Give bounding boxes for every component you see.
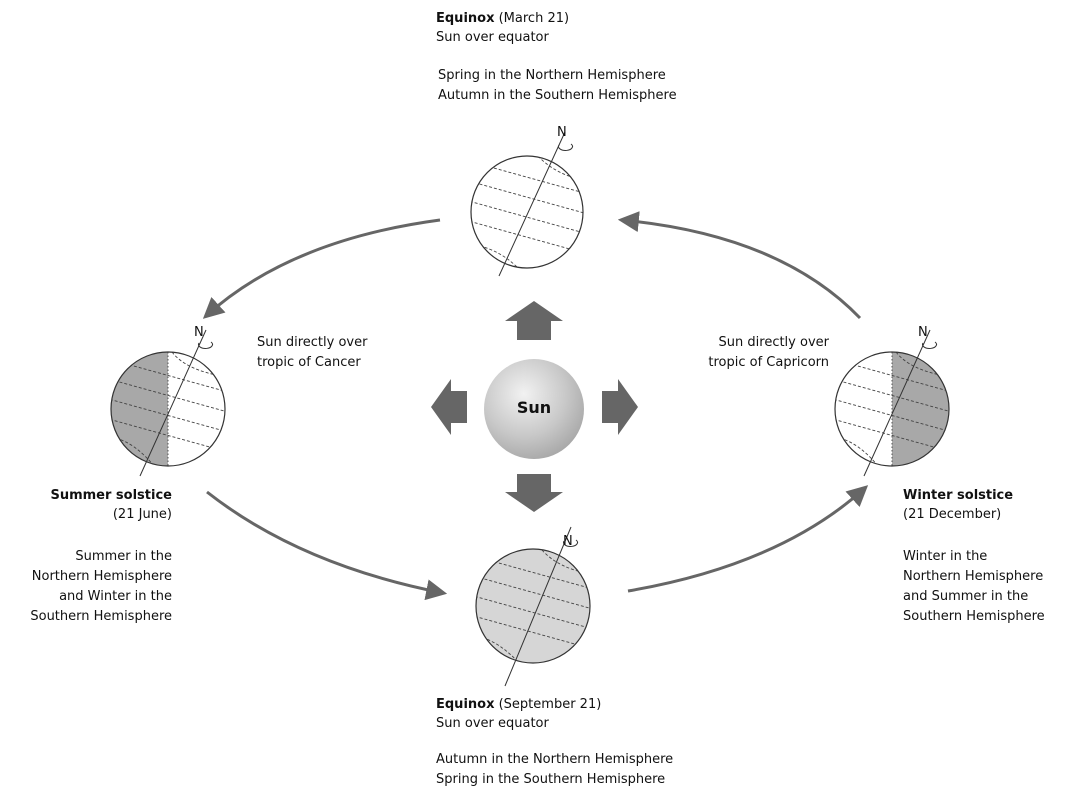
- june-season-1: Summer in the: [75, 549, 172, 564]
- sun-ray-down-icon: [505, 474, 563, 512]
- december-season-2: Northern Hemisphere: [903, 569, 1044, 584]
- earth-december-solstice: [834, 329, 950, 477]
- north-label-top: N: [557, 125, 567, 140]
- sun-label: Sun: [516, 398, 552, 417]
- june-solstice-title-text: Summer solstice: [50, 488, 172, 503]
- orbit-arrow-right-to-top: [617, 211, 862, 320]
- september-equinox-subtitle: Sun over equator: [436, 716, 549, 731]
- june-season-4: Southern Hemisphere: [30, 609, 172, 624]
- december-season-3: and Summer in the: [903, 589, 1029, 604]
- north-label-bottom: N: [563, 534, 573, 549]
- june-season-3: and Winter in the: [59, 589, 172, 604]
- december-solstice-title-text: Winter solstice: [903, 488, 1014, 503]
- march-equinox-title: Equinox: [436, 11, 495, 26]
- june-note-2: tropic of Cancer: [257, 355, 361, 370]
- december-solstice-date: (21 December): [903, 507, 1002, 522]
- earth-september-equinox: [475, 526, 591, 687]
- march-equinox-season-2: Autumn in the Southern Hemisphere: [438, 88, 677, 103]
- september-equinox-season-1: Autumn in the Northern Hemisphere: [436, 752, 674, 767]
- march-equinox-heading: Equinox (March 21): [436, 9, 569, 28]
- december-season-4: Southern Hemisphere: [903, 609, 1045, 624]
- june-solstice-date: (21 June): [112, 507, 172, 522]
- september-equinox-season-2: Spring in the Southern Hemisphere: [436, 772, 666, 787]
- earth-june-solstice: [110, 329, 226, 477]
- december-note-2: tropic of Capricorn: [708, 355, 829, 370]
- september-equinox-title: Equinox: [436, 697, 495, 712]
- september-equinox-date: (September 21): [498, 697, 602, 712]
- june-note-1: Sun directly over: [257, 335, 368, 350]
- june-season-2: Northern Hemisphere: [31, 569, 172, 584]
- sun-ray-left-icon: [431, 379, 467, 435]
- orbit-arrow-top-to-left: [202, 218, 441, 319]
- december-season-1: Winter in the: [903, 549, 988, 564]
- march-equinox-subtitle: Sun over equator: [436, 30, 549, 45]
- sun-ray-up-icon: [505, 301, 563, 340]
- orbit-arrow-bottom-to-right: [627, 485, 869, 593]
- earth-march-equinox: [470, 131, 584, 277]
- march-equinox-season-1: Spring in the Northern Hemisphere: [438, 68, 666, 83]
- north-label-left: N: [194, 325, 204, 340]
- sun-ray-right-icon: [602, 379, 638, 435]
- december-solstice-title: Winter solstice: [903, 486, 1013, 505]
- north-label-right: N: [918, 325, 928, 340]
- june-solstice-title: Summer solstice: [20, 486, 172, 505]
- march-equinox-date: (March 21): [498, 11, 570, 26]
- september-equinox-heading: Equinox (September 21): [436, 695, 601, 714]
- orbit-arrow-left-to-bottom: [206, 490, 448, 601]
- sun-circle: [484, 359, 584, 459]
- december-note-1: Sun directly over: [718, 335, 829, 350]
